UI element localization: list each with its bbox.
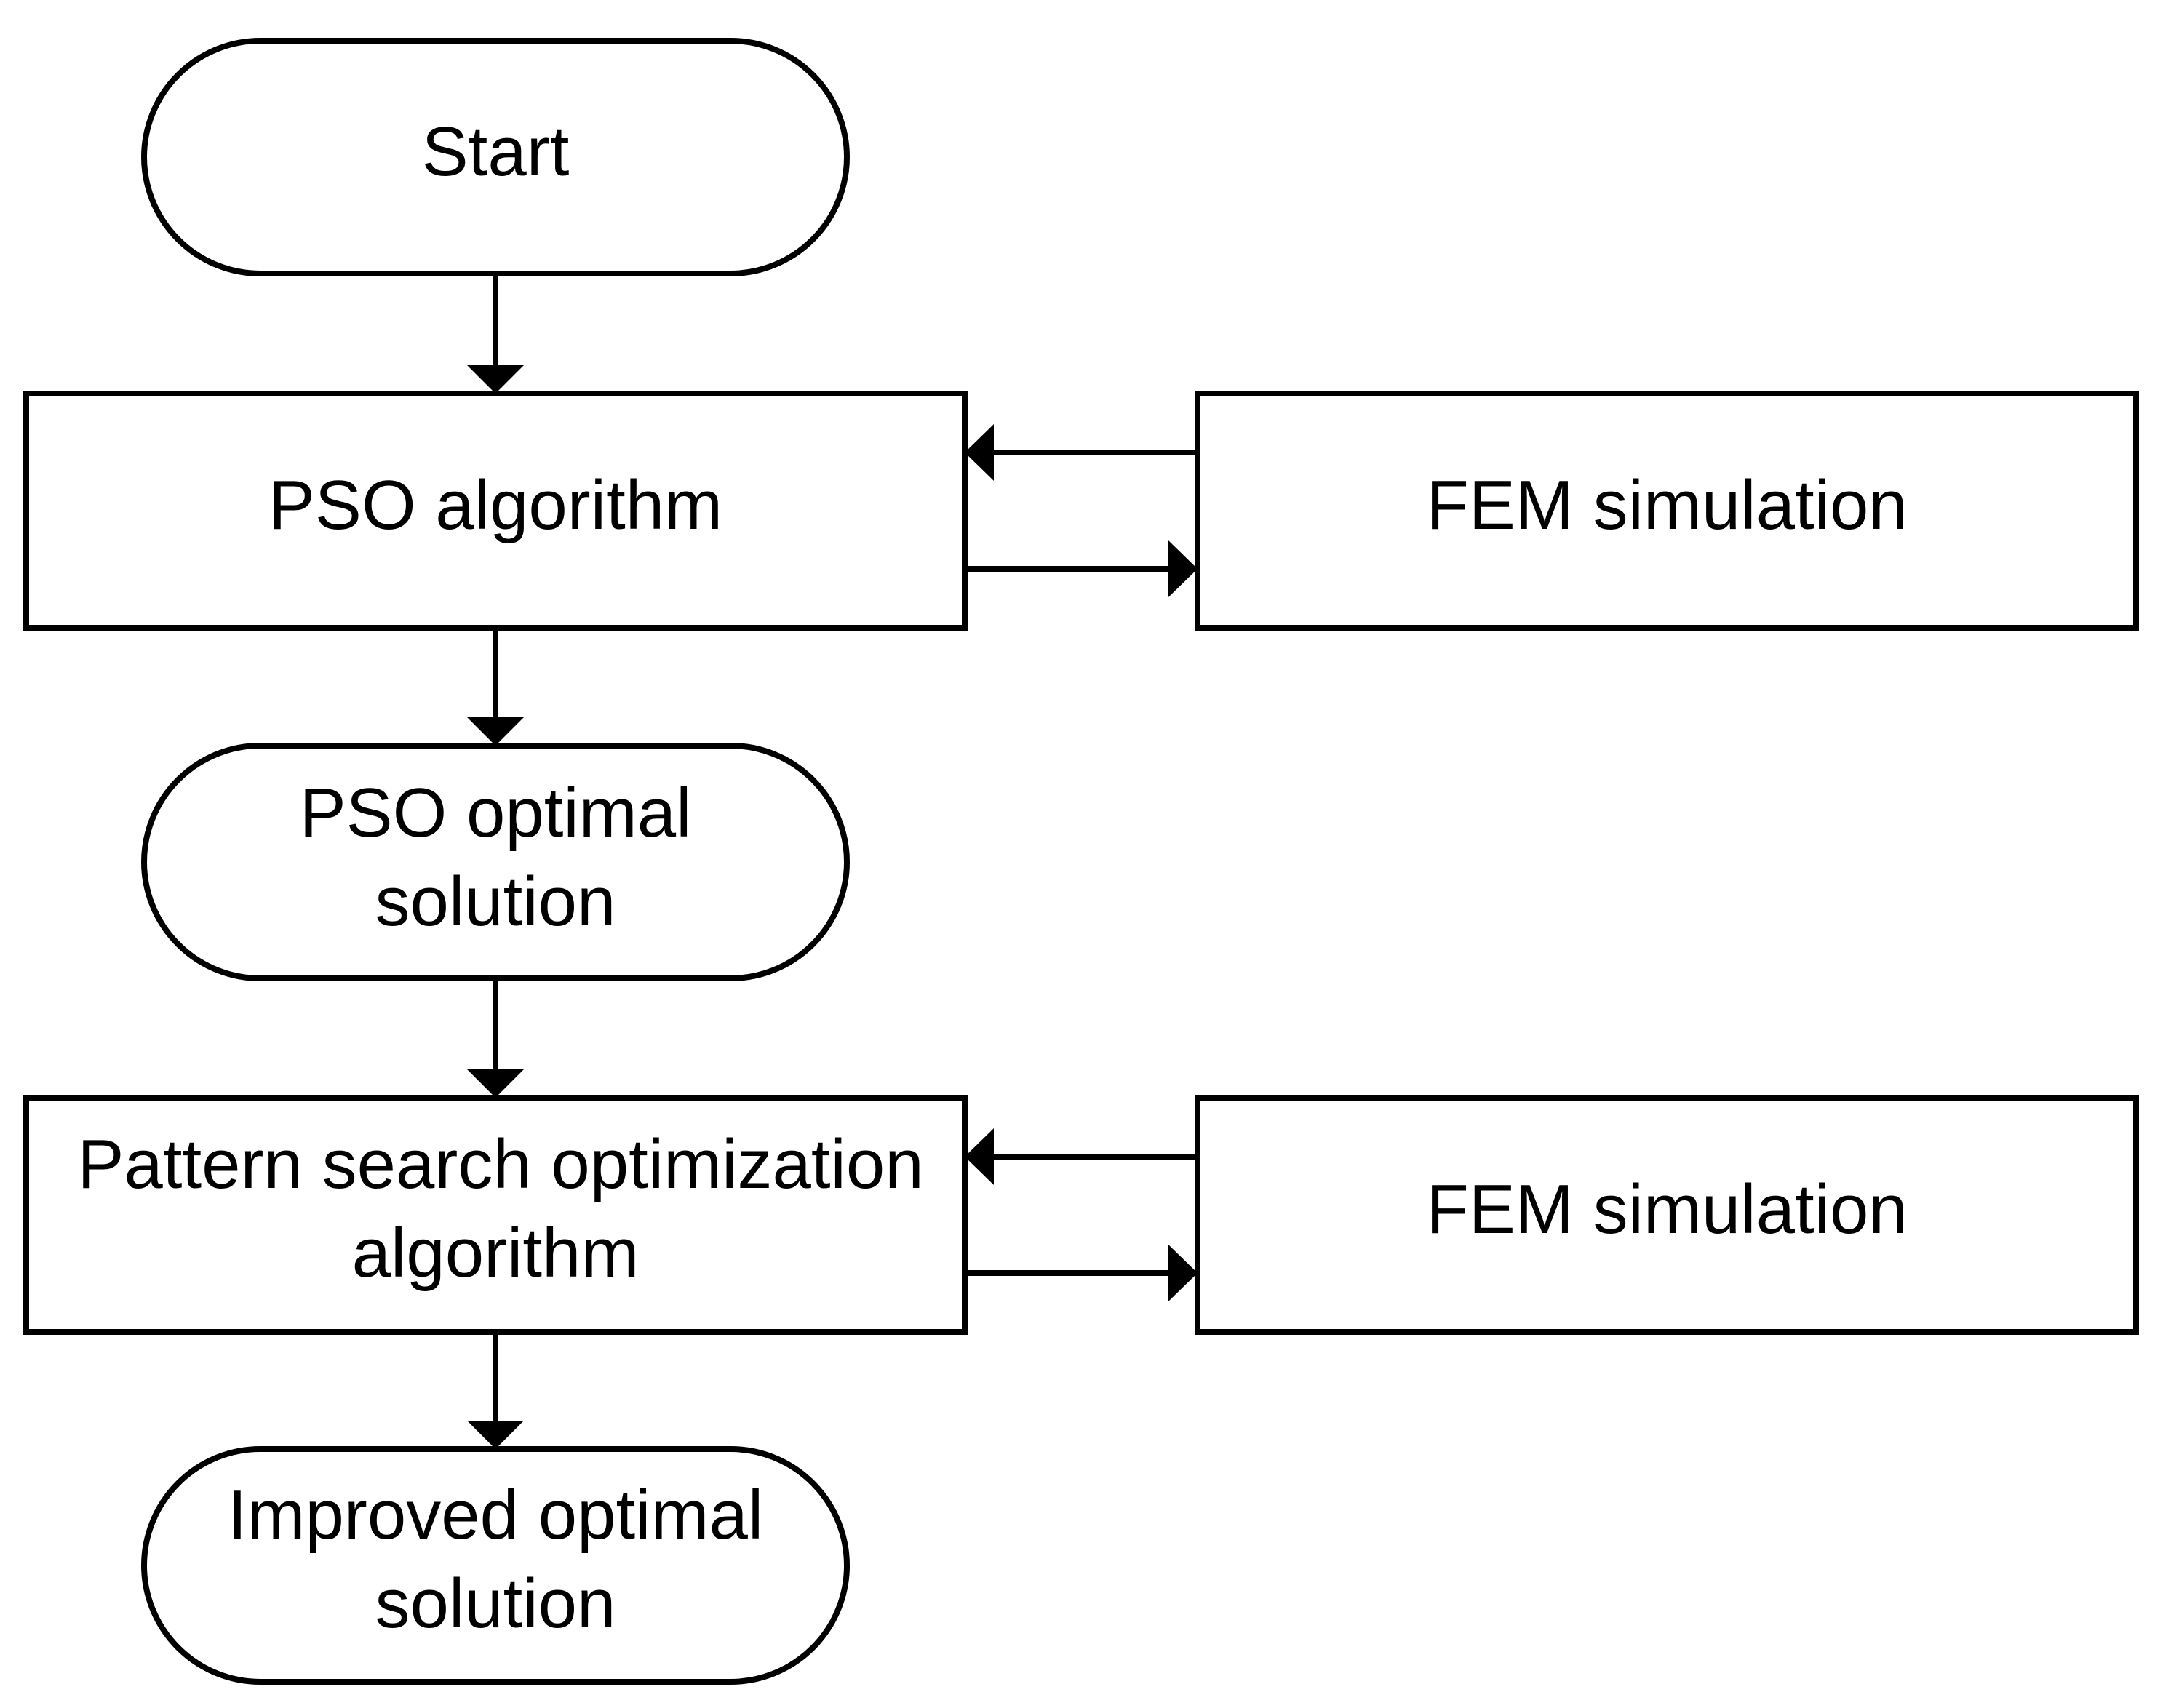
node-fem-simulation-2: FEM simulation bbox=[1195, 1095, 2139, 1335]
edge-pattern-to-improved bbox=[467, 1332, 524, 1449]
arrowhead-down bbox=[467, 1421, 524, 1449]
process-shape bbox=[1195, 391, 2139, 631]
process-shape bbox=[1195, 1095, 2139, 1335]
node-label: algorithm bbox=[352, 1214, 640, 1292]
edge-start-to-pso bbox=[467, 274, 524, 394]
node-improved-optimal-solution: Improved optimal solution bbox=[141, 1446, 850, 1685]
arrowhead-left bbox=[965, 1128, 994, 1185]
edge-pso-optimal-to-pattern bbox=[467, 978, 524, 1098]
arrowhead-down bbox=[467, 365, 524, 394]
node-label: Start bbox=[422, 113, 570, 191]
process-shape bbox=[23, 391, 968, 631]
node-pattern-search: Pattern search optimization algorithm bbox=[23, 1095, 968, 1335]
node-label: solution bbox=[375, 863, 616, 941]
node-label: FEM simulation bbox=[1426, 466, 1908, 544]
arrowhead-down bbox=[467, 717, 524, 746]
arrowhead-right bbox=[1168, 540, 1198, 597]
node-label: PSO optimal bbox=[300, 774, 692, 852]
node-label: solution bbox=[375, 1565, 616, 1643]
edge-fem1-to-pso bbox=[965, 424, 1198, 481]
node-start: Start bbox=[141, 38, 850, 276]
edge-pso-to-pso-optimal bbox=[467, 628, 524, 746]
edge-fem2-to-pattern bbox=[965, 1128, 1198, 1185]
arrowhead-down bbox=[467, 1069, 524, 1098]
edge-pattern-to-fem2 bbox=[965, 1245, 1198, 1301]
node-label: Improved optimal bbox=[228, 1476, 763, 1554]
node-pso-optimal-solution: PSO optimal solution bbox=[141, 743, 850, 981]
process-shape bbox=[23, 1095, 968, 1335]
node-label: FEM simulation bbox=[1426, 1170, 1908, 1248]
arrowhead-left bbox=[965, 424, 994, 481]
node-label: Pattern search optimization bbox=[77, 1125, 923, 1203]
node-fem-simulation-1: FEM simulation bbox=[1195, 391, 2139, 631]
edge-pso-to-fem1 bbox=[965, 540, 1198, 597]
node-label: PSO algorithm bbox=[268, 466, 722, 544]
arrowhead-right bbox=[1168, 1245, 1198, 1301]
node-pso-algorithm: PSO algorithm bbox=[23, 391, 968, 631]
